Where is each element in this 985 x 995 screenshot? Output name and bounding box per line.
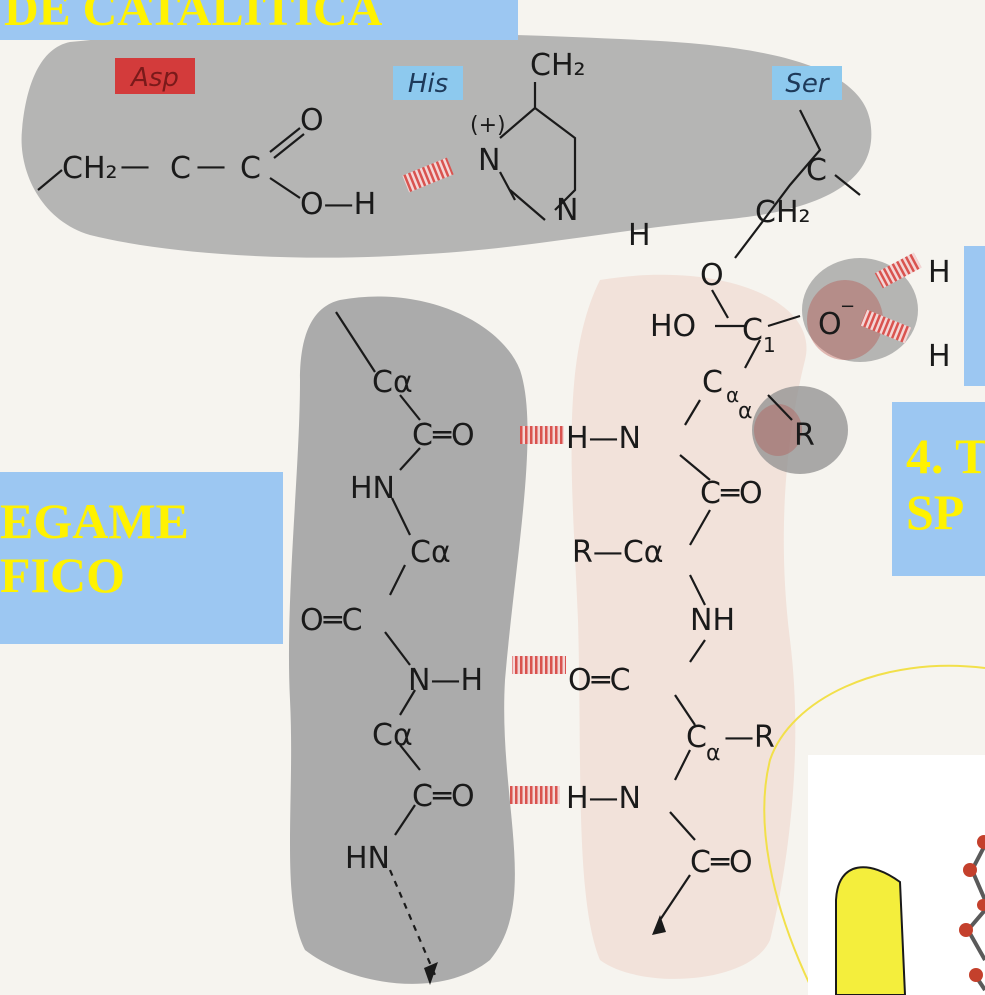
atom-c: C xyxy=(170,151,191,186)
banner-left-line1: EGAME xyxy=(0,493,189,549)
atom-dash: — xyxy=(196,149,226,184)
atom-plus: (+) xyxy=(470,113,506,138)
his-label: His xyxy=(408,69,448,99)
atom-ca: Cα xyxy=(410,535,451,570)
atom-o: O xyxy=(818,307,842,342)
banner-top-text: DE CATALITICA xyxy=(4,0,383,36)
asp-label-box xyxy=(115,58,195,94)
atom-minus: − xyxy=(840,296,855,317)
left-strand-region xyxy=(288,296,528,984)
atom-r-ca: R—Cα xyxy=(572,535,664,570)
atom-ca: Cα xyxy=(372,718,413,753)
atom-o: O xyxy=(700,258,724,293)
atom-hn: H—N xyxy=(566,781,641,816)
atom-alpha: α xyxy=(726,383,739,407)
atom-hn: H—N xyxy=(566,421,641,456)
his-label-box xyxy=(393,66,463,100)
atom-c: C xyxy=(240,151,261,186)
bond-lines xyxy=(37,82,861,976)
atom-labels: CH₂ CH₂ — C — C O O—H (+) N N H C CH₂ O … xyxy=(62,48,951,880)
banner-right-line2: SP xyxy=(906,484,965,540)
atom-r: —R xyxy=(724,720,775,755)
atom-alpha: α xyxy=(706,741,721,766)
atom-c: C xyxy=(742,313,763,348)
banner-right: 4. T SP xyxy=(892,402,985,576)
atom-ho: HO xyxy=(650,309,696,344)
inset-molecule-atoms xyxy=(959,835,985,982)
atom-co: C═O xyxy=(690,845,753,880)
oxyanion-red-region xyxy=(807,280,883,360)
atom-co: C═O xyxy=(412,779,475,814)
hydrogen-bonds xyxy=(402,157,922,804)
ser-label-box xyxy=(772,66,842,100)
atom-oh: O—H xyxy=(300,187,376,222)
atom-subscript: 1 xyxy=(763,333,776,357)
atom-dash: — xyxy=(120,149,150,184)
inset-yellow-shape xyxy=(835,866,907,995)
atom-oc: O═C xyxy=(300,603,363,638)
atom-ch2-asp: CH₂ xyxy=(62,151,118,186)
atom-hn: HN xyxy=(345,841,390,876)
atom-oc: O═C xyxy=(568,663,631,698)
atom-c: C xyxy=(702,365,723,400)
s1-pocket-region xyxy=(752,386,848,474)
atom-c: C xyxy=(686,720,707,755)
atom-h: H xyxy=(628,218,651,253)
atom-hn: HN xyxy=(350,471,395,506)
atom-nh: NH xyxy=(690,603,735,638)
atom-c: C xyxy=(806,153,827,188)
atom-alpha: α xyxy=(738,399,753,424)
substrate-strand-region xyxy=(571,274,807,979)
banner-mid-right xyxy=(964,246,985,386)
atom-n: N xyxy=(478,143,500,178)
arrow-right-strand xyxy=(652,915,666,935)
atom-ch2: CH₂ xyxy=(755,195,811,230)
atom-o: O xyxy=(300,103,324,138)
enzyme-triad-region xyxy=(21,32,872,258)
atom-co: C═O xyxy=(700,476,763,511)
atom-h: H xyxy=(928,255,951,290)
arrow-left-strand xyxy=(424,962,438,985)
atom-co: C═O xyxy=(412,418,475,453)
banner-top: DE CATALITICA xyxy=(0,0,518,40)
atom-ca: Cα xyxy=(372,365,413,400)
banner-right-line1: 4. T xyxy=(906,428,985,484)
atom-n: N xyxy=(556,193,578,228)
atom-nh: N—H xyxy=(408,663,483,698)
asp-label: Asp xyxy=(129,63,179,93)
atom-r: R xyxy=(794,418,815,453)
banner-left: EGAME FICO xyxy=(0,472,283,644)
inset-callout-outline xyxy=(763,664,985,986)
atom-ch2-his: CH₂ xyxy=(530,48,586,83)
ser-label: Ser xyxy=(785,69,831,99)
banner-left-line2: FICO xyxy=(0,547,125,603)
atom-h: H xyxy=(928,339,951,374)
